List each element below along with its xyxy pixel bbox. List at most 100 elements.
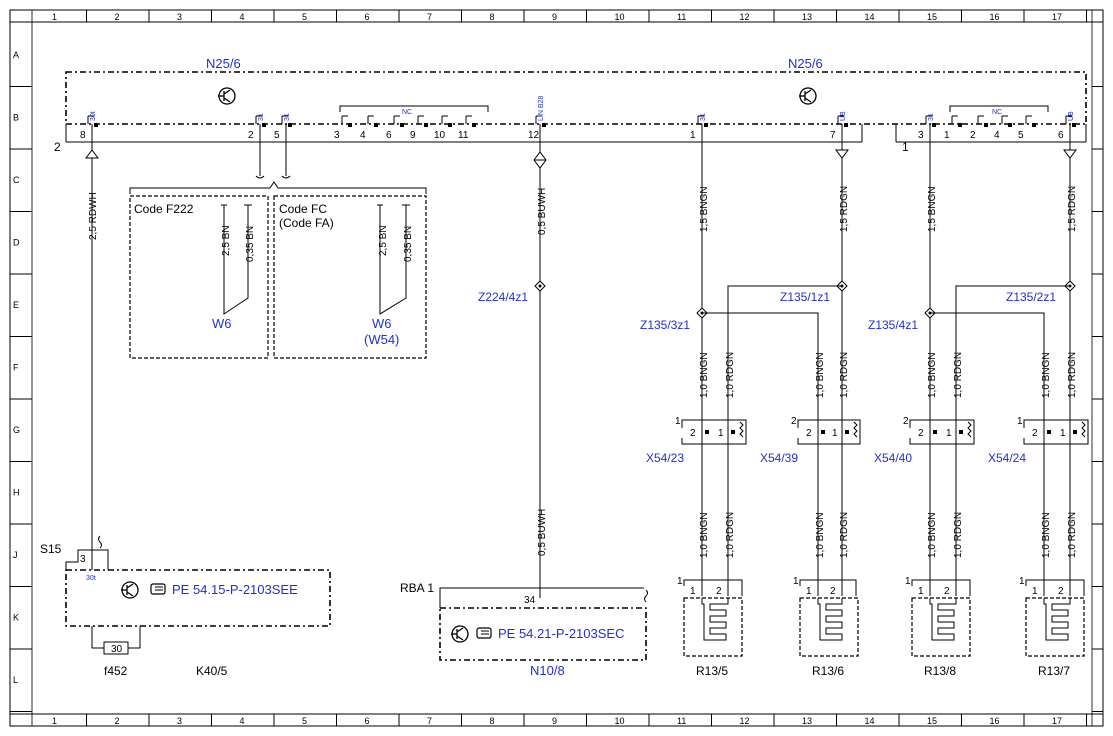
- heater-pin: 1: [1032, 586, 1038, 597]
- wire-label: 1,0 BNGN: [1041, 352, 1052, 398]
- heater-pin: 2: [944, 586, 950, 597]
- wire-label: 1,0 BNGN: [1041, 512, 1052, 558]
- heater-outer-pin: 1: [677, 576, 683, 587]
- splice-z135-1: Z135/1z1: [780, 290, 830, 304]
- wire-label: 0,5 BUWH: [537, 509, 548, 556]
- nc-label-right: NC: [992, 109, 1002, 116]
- connector-number-left: 2: [54, 140, 61, 154]
- heater-outer-pin: 1: [1019, 576, 1025, 587]
- connector-name: X54/40: [874, 451, 912, 465]
- pin-number: 10: [434, 130, 446, 141]
- wire-rdwh: 2,5 RDWH: [85, 124, 99, 570]
- rba-label: RBA 1: [400, 581, 434, 595]
- grid-col-label: 4: [240, 12, 245, 22]
- wire-label: 1,0 BNGN: [927, 352, 938, 398]
- pin-number: 5: [274, 130, 280, 141]
- grid-col-label: 3: [177, 12, 182, 22]
- grid-col-label: 17: [1052, 716, 1062, 726]
- grid-row-label: A: [13, 50, 19, 60]
- code-fa-label: (Code FA): [279, 216, 334, 230]
- pin-signal: 30t: [90, 111, 97, 121]
- splice-z135-3: Z135/3z1: [640, 318, 690, 332]
- grid-col-label: 6: [365, 12, 370, 22]
- ground-w6: W6: [372, 316, 392, 331]
- grid-row-label: H: [13, 488, 20, 498]
- pin-signal: 31: [258, 113, 265, 121]
- code-f222-label: Code F222: [134, 202, 194, 216]
- grid-col-label: 6: [365, 716, 370, 726]
- heater-pin: 1: [918, 586, 924, 597]
- pin-number: 6: [1058, 130, 1064, 141]
- grid-col-label: 17: [1052, 12, 1062, 22]
- wire-label: 1,5 BNGN: [927, 186, 938, 232]
- grid-row-label: J: [13, 550, 18, 560]
- pin-number: 3: [334, 130, 340, 141]
- pin-number: 6: [386, 130, 392, 141]
- splice-z135-4: Z135/4z1: [868, 318, 918, 332]
- wire-label: 1,0 RDGN: [953, 512, 964, 558]
- lin-wire: 0,5 BUWH 0,5 BUWH Z224/4z1: [478, 124, 548, 598]
- s15-label: S15: [40, 542, 62, 556]
- ground-w6: W6: [212, 316, 232, 331]
- grid-col-label: 13: [802, 12, 812, 22]
- connector-outer-pin: 1: [675, 416, 681, 427]
- connector-pin: 1: [718, 428, 724, 439]
- control-unit-icon: [450, 625, 469, 643]
- connector-name: X54/23: [646, 451, 684, 465]
- wire-label: 2,5 BN: [221, 225, 232, 256]
- n10-module: RBA 1 34 PE 54.21-P-2103SEC N10/8: [400, 581, 648, 678]
- heater-name: R13/6: [812, 664, 844, 678]
- grid-row-label: G: [13, 425, 20, 435]
- pin-number: 2: [248, 130, 254, 141]
- pin-number: 4: [360, 130, 366, 141]
- wire-labels-1-0: 1,0 BNGN 1,0 BNGN 1,0 BNGN 1,0 BNGN 1,0 BNGN…: [699, 352, 1078, 558]
- k40-reference-link[interactable]: PE 54.15-P-2103SEE: [172, 582, 298, 597]
- grid-row-label: D: [13, 238, 20, 248]
- grid-col-label: 15: [927, 716, 937, 726]
- pin-signal: 31: [928, 113, 935, 121]
- ground-w54: (W54): [364, 332, 399, 347]
- pin-34: 34: [524, 595, 536, 606]
- connector-name: X54/39: [760, 451, 798, 465]
- wire-label: 1,0 BNGN: [699, 512, 710, 558]
- connector-pin: 2: [1032, 428, 1038, 439]
- pin-signal: LIN B28: [538, 96, 545, 121]
- pin-number: 11: [458, 130, 469, 141]
- wire-label: 1,0 RDGN: [953, 352, 964, 398]
- heater-name: R13/7: [1038, 664, 1070, 678]
- heater-pin: 2: [716, 586, 722, 597]
- pin-signal: UB: [840, 111, 847, 121]
- grid-col-label: 12: [740, 716, 750, 726]
- pin-number: 12: [528, 130, 540, 141]
- grid-col-label: 7: [427, 12, 432, 22]
- wire-label: 2,5 RDWH: [88, 192, 99, 240]
- heater-pin: 1: [806, 586, 812, 597]
- wire-label: 1,0 BNGN: [699, 352, 710, 398]
- grid-col-label: 2: [115, 716, 120, 726]
- connector-outer-pin: 2: [903, 416, 909, 427]
- heater-pin: 2: [830, 586, 836, 597]
- heater-name: R13/8: [924, 664, 956, 678]
- grid-col-label: 8: [490, 12, 495, 22]
- grid-col-label: 15: [927, 12, 937, 22]
- reference-hand-icon: [476, 627, 492, 639]
- pin-signal: 31: [284, 113, 291, 121]
- pin-30t: 30t: [86, 575, 96, 582]
- pin-signal: UB: [1068, 111, 1075, 121]
- n10-reference-link[interactable]: PE 54.21-P-2103SEC: [498, 626, 624, 641]
- pin-number: 4: [994, 130, 1000, 141]
- code-fc-label: Code FC: [279, 202, 327, 216]
- wire-label: 1,0 RDGN: [725, 352, 736, 398]
- heater-network-right: 1,5 BNGN 1,5 RDGN Z135/4z1 Z135/2z1: [868, 124, 1078, 596]
- grid-col-label: 14: [865, 12, 875, 22]
- pin-number: 9: [410, 130, 416, 141]
